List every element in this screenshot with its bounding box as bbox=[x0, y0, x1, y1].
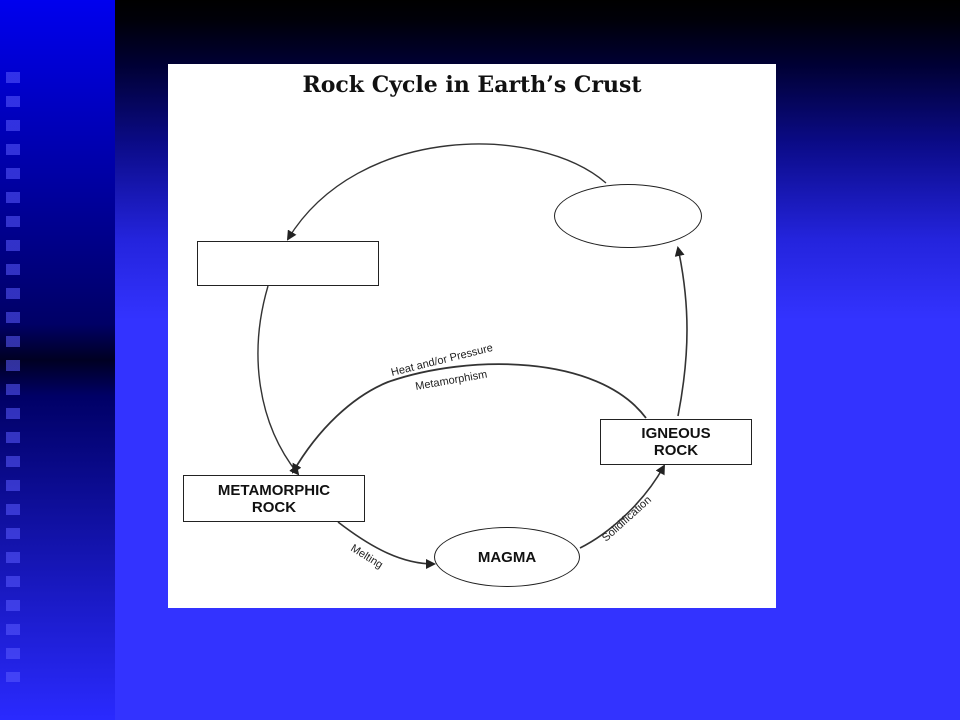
blank-rock-oval bbox=[554, 184, 702, 248]
metamorphic-rock-line-2: ROCK bbox=[251, 498, 297, 516]
igneous-rock-line-2: ROCK bbox=[653, 442, 699, 459]
magma-oval: MAGMA bbox=[434, 527, 580, 587]
arrow-magma-to-igneous bbox=[579, 464, 665, 549]
igneous-rock-box: IGNEOUS ROCK bbox=[600, 419, 752, 465]
arrow-igneous-to-metamorphic bbox=[291, 363, 647, 474]
igneous-rock-line-1: IGNEOUS bbox=[641, 425, 711, 442]
blank-rock-box bbox=[197, 241, 379, 286]
arrow-box-to-metamorphic bbox=[257, 285, 300, 476]
arrow-oval-to-box bbox=[286, 143, 607, 241]
arrow-metamorphic-to-magma bbox=[337, 521, 436, 569]
label-melting: Melting bbox=[348, 542, 384, 571]
metamorphic-rock-box: METAMORPHIC ROCK bbox=[183, 475, 365, 522]
diagram-title: Rock Cycle in Earth’s Crust bbox=[302, 72, 642, 98]
diagram-arrows: Heat and/or Pressure Metamorphism Meltin… bbox=[257, 143, 688, 571]
metamorphic-rock-line-1: METAMORPHIC bbox=[217, 481, 331, 499]
arrow-igneous-to-oval bbox=[674, 246, 688, 417]
label-solidification: Solidification bbox=[600, 494, 654, 544]
slide-left-decoration-strip bbox=[0, 0, 115, 720]
rock-cycle-diagram: Heat and/or Pressure Metamorphism Meltin… bbox=[168, 64, 776, 608]
